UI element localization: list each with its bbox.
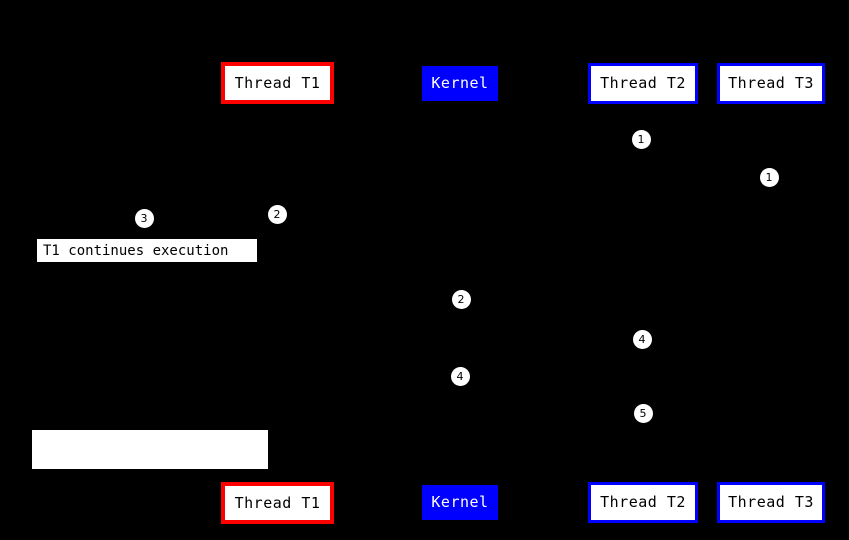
actor-box-t1-bottom[interactable]: Thread T1 <box>221 482 334 524</box>
actor-label: Thread T3 <box>728 493 814 511</box>
actor-box-t2-top[interactable]: Thread T2 <box>588 63 698 104</box>
marker-t1-2-marker: 2 <box>267 204 287 224</box>
actor-box-t3-bottom[interactable]: Thread T3 <box>717 482 825 523</box>
marker-t3-1-marker: 1 <box>759 167 779 187</box>
lifeline-t3 <box>771 104 772 482</box>
marker-kernel-2-marker: 2 <box>451 289 471 309</box>
actor-label: Thread T2 <box>600 493 686 511</box>
marker-kernel-4-marker: 4 <box>450 366 470 386</box>
note-text: T1 continues execution <box>43 242 229 259</box>
marker-t2-1-marker: 1 <box>631 129 651 149</box>
actor-label: Thread T3 <box>728 74 814 92</box>
actor-box-t2-bottom[interactable]: Thread T2 <box>588 482 698 523</box>
note-t1-continues: T1 continues execution <box>36 238 258 263</box>
lifeline-t2 <box>643 104 644 482</box>
blank-note-bottom-left <box>32 430 268 469</box>
marker-t2-4-marker: 4 <box>632 329 652 349</box>
actor-box-t1-top[interactable]: Thread T1 <box>221 62 334 104</box>
actor-box-kernel-top[interactable]: Kernel <box>422 66 498 101</box>
actor-label: Thread T2 <box>600 74 686 92</box>
marker-t1-3-marker: 3 <box>134 208 154 228</box>
actor-label: Kernel <box>431 493 489 511</box>
actor-label: Thread T1 <box>234 493 321 512</box>
actor-label: Kernel <box>431 74 489 92</box>
actor-box-kernel-bottom[interactable]: Kernel <box>422 485 498 520</box>
actor-box-t3-top[interactable]: Thread T3 <box>717 63 825 104</box>
lifeline-t1 <box>277 104 278 482</box>
marker-t2-5-marker: 5 <box>633 403 653 423</box>
actor-label: Thread T1 <box>234 73 321 92</box>
